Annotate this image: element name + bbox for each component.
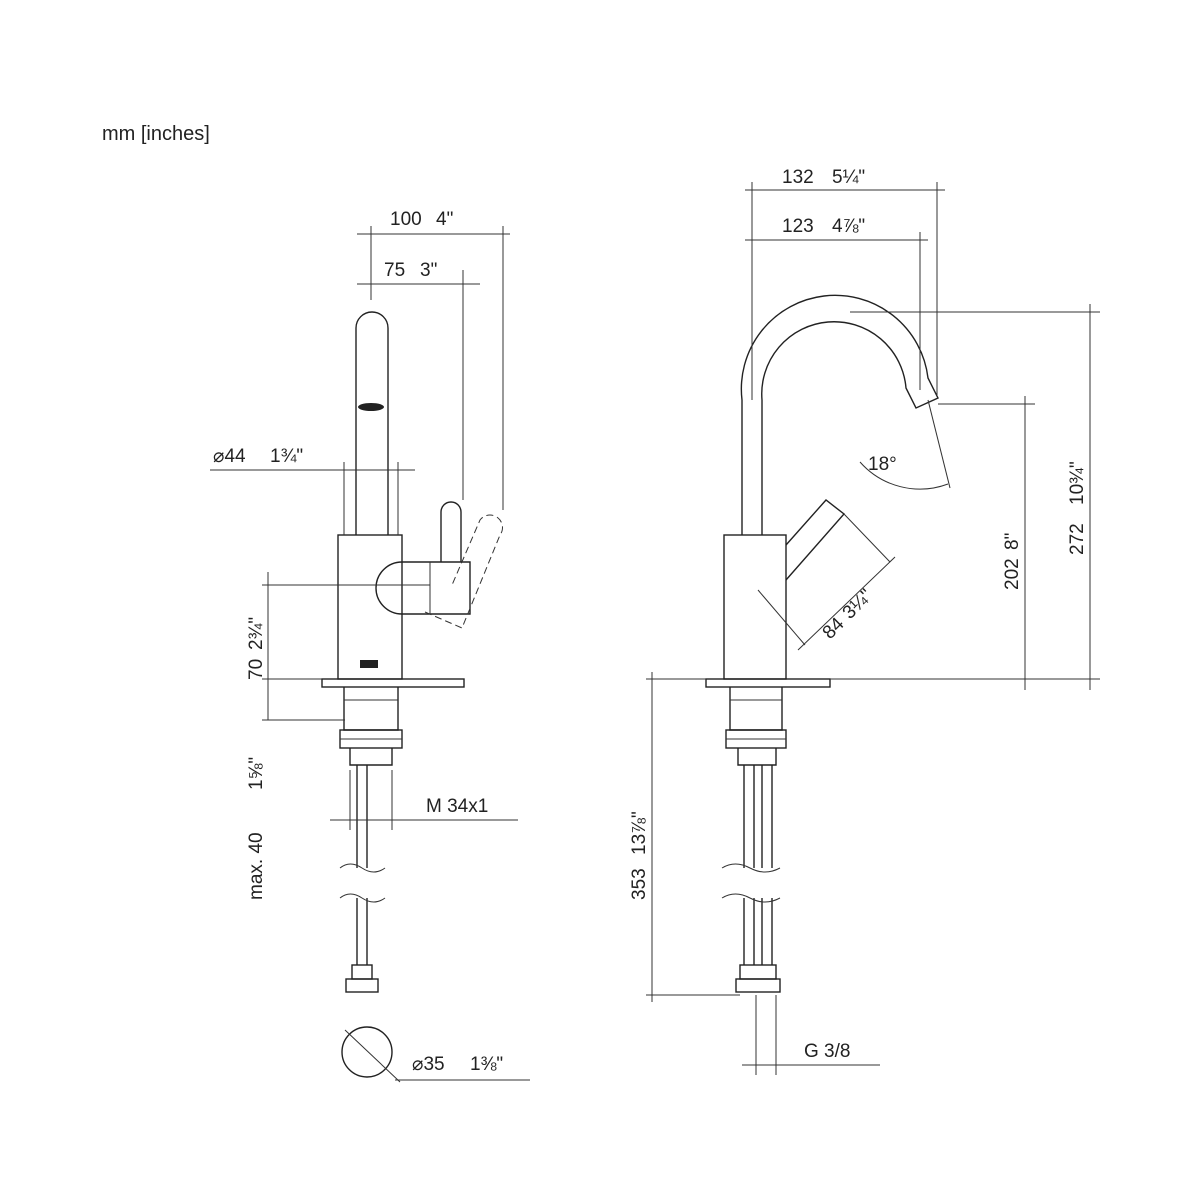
front-plate bbox=[705, 678, 831, 688]
dim-max40-in: 1⅝" bbox=[246, 757, 267, 790]
front-lever bbox=[785, 499, 846, 581]
dim-272: 272 bbox=[1067, 523, 1088, 555]
connection-label: G 3/8 bbox=[804, 1041, 850, 1062]
side-view: 100 4" 75 3" ⌀44 1¾" 70 2¾" max. 40 1⅝" … bbox=[210, 209, 530, 1083]
shank-section-circle bbox=[341, 1026, 393, 1078]
front-spout bbox=[740, 294, 939, 535]
thread-label: M 34x1 bbox=[426, 796, 488, 817]
dim-35: ⌀35 bbox=[412, 1054, 445, 1075]
side-lever-alt bbox=[424, 514, 503, 629]
dim-75-in: 3" bbox=[420, 260, 437, 281]
side-aerator bbox=[358, 403, 384, 411]
dim-max40: max. 40 bbox=[246, 832, 267, 900]
dim-353-in: 13⅞" bbox=[629, 811, 650, 855]
front-hose-break bbox=[721, 863, 781, 903]
dim-202: 202 bbox=[1002, 558, 1023, 590]
side-lever bbox=[440, 501, 462, 562]
side-spout bbox=[355, 311, 389, 535]
dim-353: 353 bbox=[629, 868, 650, 900]
dim-84: 84 bbox=[819, 613, 849, 643]
dim-123: 123 bbox=[782, 216, 814, 237]
dim-202-in: 8" bbox=[1002, 533, 1023, 550]
dim-100-in: 4" bbox=[436, 209, 453, 230]
dim-132-in: 5¼" bbox=[832, 167, 865, 188]
dim-123-in: 4⅞" bbox=[832, 216, 865, 237]
units-label: mm [inches] bbox=[102, 123, 210, 145]
front-body bbox=[723, 534, 787, 680]
dim-35-in: 1⅜" bbox=[470, 1054, 503, 1075]
angle-arc bbox=[859, 461, 949, 490]
side-hose-fitting bbox=[351, 964, 373, 980]
angle-label: 18° bbox=[868, 454, 897, 475]
side-hose-break bbox=[339, 863, 386, 903]
side-logo-mark bbox=[360, 660, 378, 668]
side-plate bbox=[321, 678, 465, 688]
dim-100: 100 bbox=[390, 209, 422, 230]
front-hose-fitting bbox=[739, 964, 777, 980]
dim-84-in: 3¼" bbox=[839, 585, 877, 623]
side-body bbox=[337, 534, 403, 680]
front-view: 132 5¼" 123 4⅞" 18° 84 3¼" 202 8" 272 10… bbox=[629, 167, 1100, 1075]
dim-75: 75 bbox=[384, 260, 405, 281]
dim-44: ⌀44 bbox=[213, 446, 246, 467]
dim-44-in: 1¾" bbox=[270, 446, 303, 467]
dim-272-in: 10¾" bbox=[1067, 461, 1088, 505]
dim-70-in: 2¾" bbox=[246, 617, 267, 650]
dim-132: 132 bbox=[782, 167, 814, 188]
dim-70: 70 bbox=[246, 659, 267, 680]
side-lever-hub bbox=[375, 561, 471, 615]
